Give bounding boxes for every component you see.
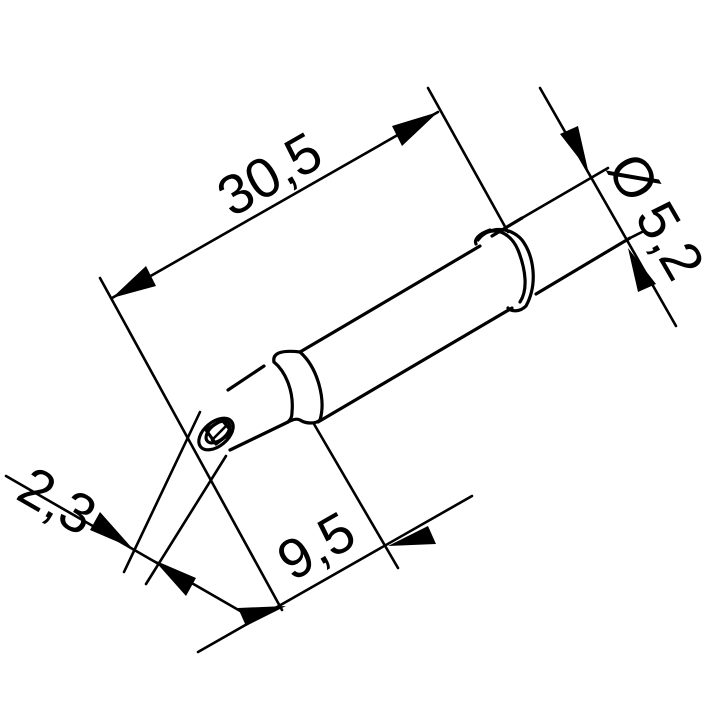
dimension-shaft-diameter: Ø 5,2	[520, 86, 717, 328]
soldering-tip-body	[197, 216, 632, 452]
dimension-label-bent-section-length: 9,5	[267, 499, 366, 592]
dimension-label-tip-width: 2,3	[8, 454, 107, 547]
dimension-label-total-length: 30,5	[207, 119, 333, 228]
dimension-bent-section-length: 9,5	[196, 422, 474, 654]
